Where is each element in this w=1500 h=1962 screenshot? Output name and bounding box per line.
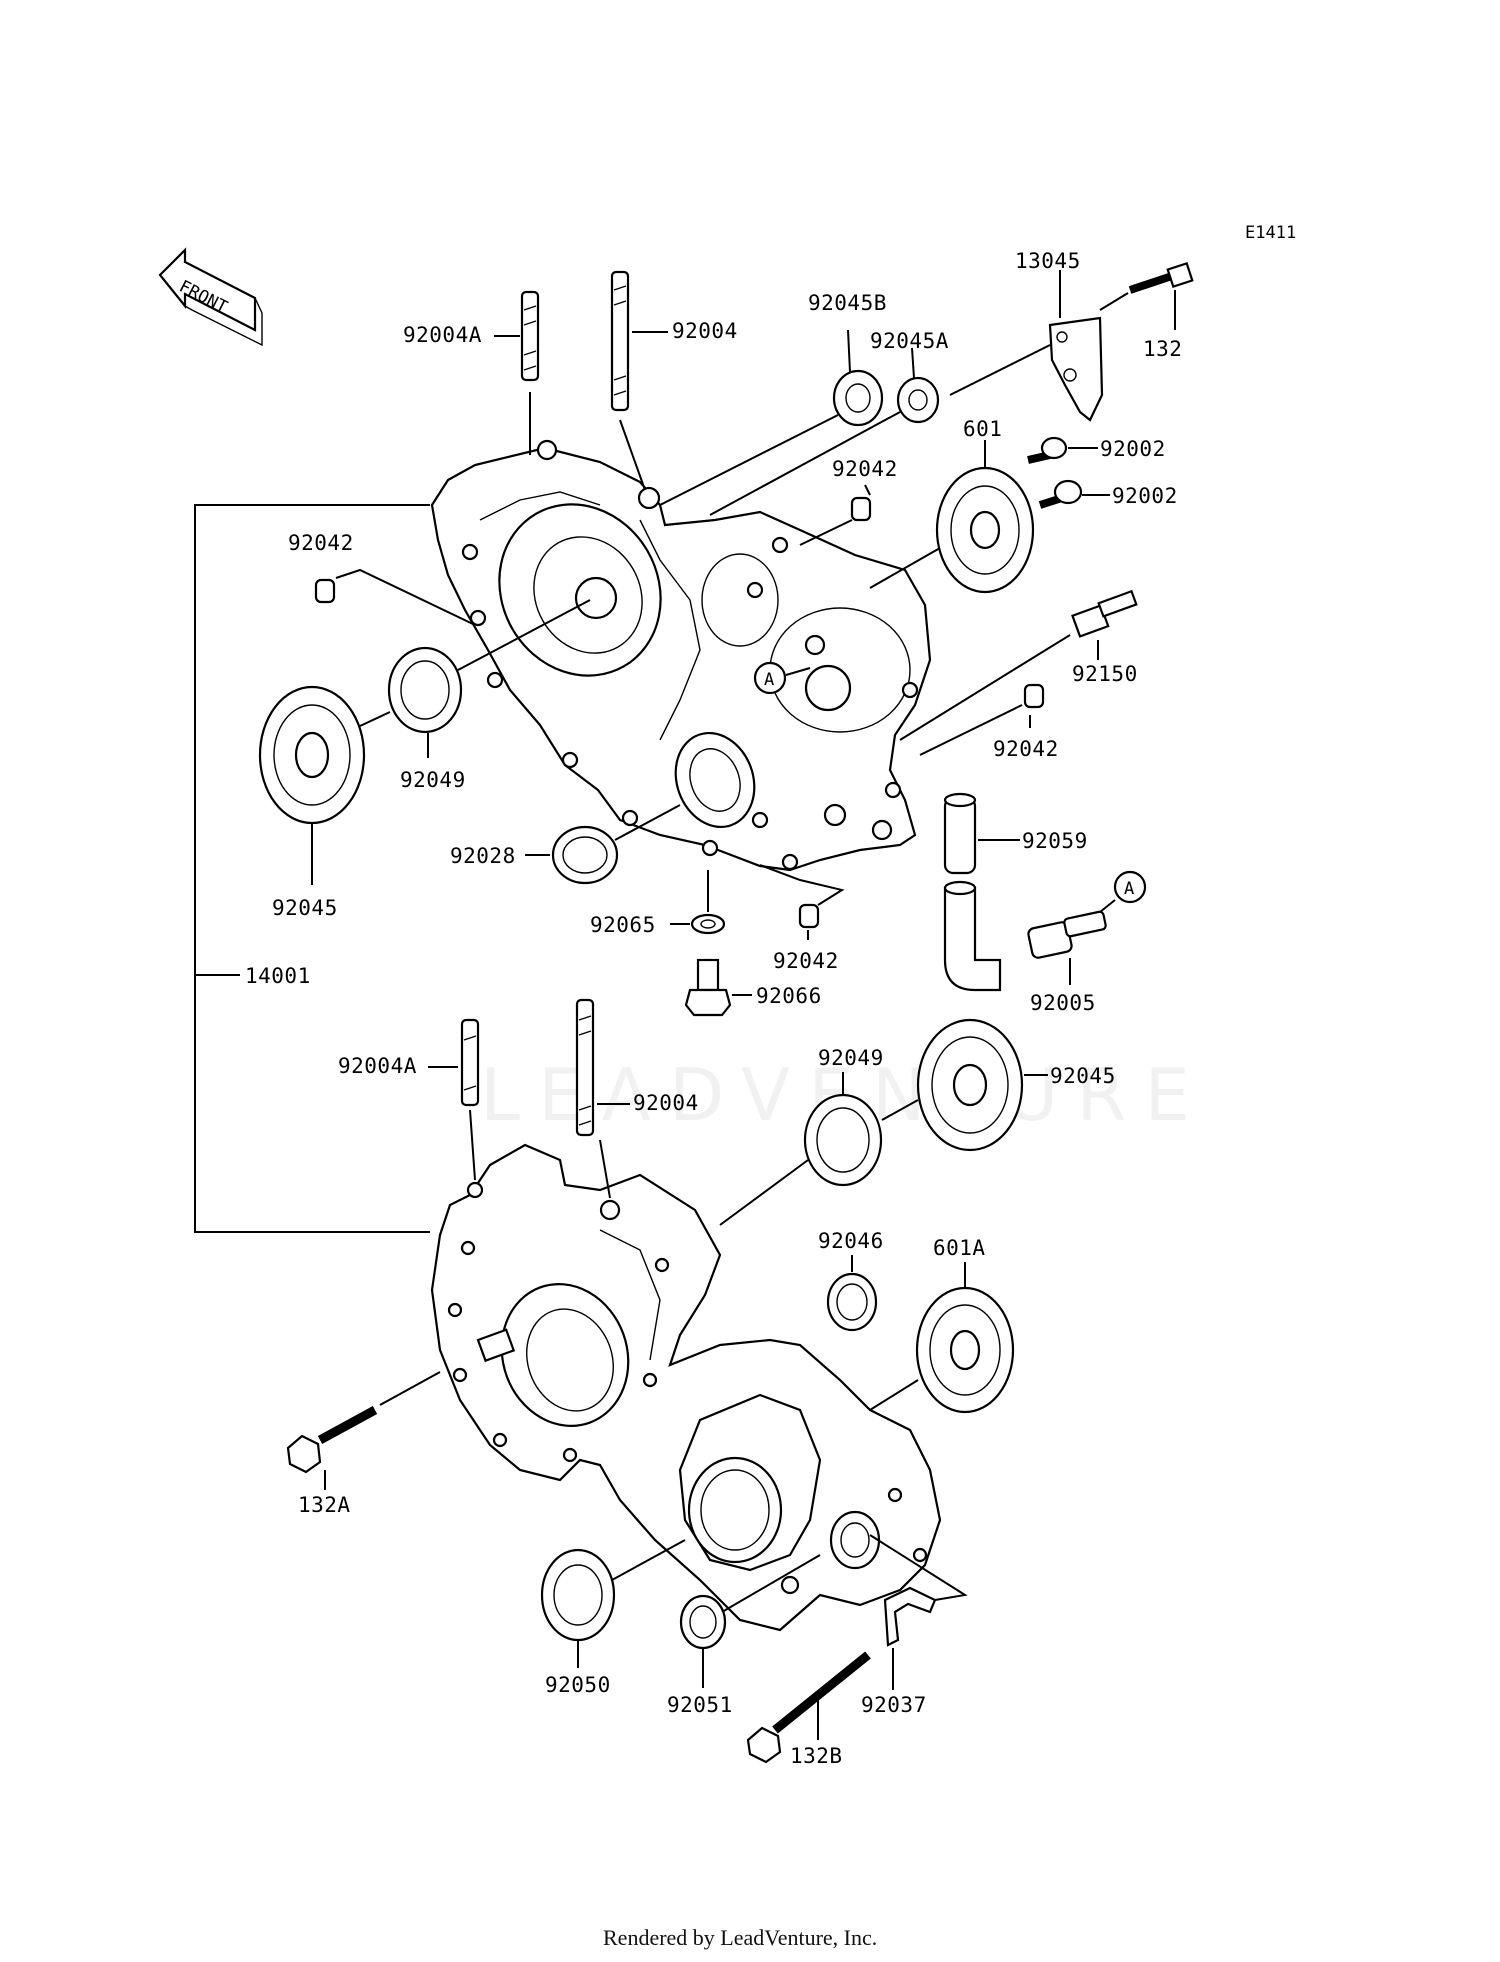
reference-a-top: A bbox=[753, 661, 811, 695]
label-601a: 601A bbox=[933, 1236, 986, 1260]
diagram-code: E1411 bbox=[1245, 223, 1296, 243]
bearing-92045-left bbox=[258, 685, 391, 885]
needle-bearing-92046 bbox=[826, 1255, 878, 1332]
stud-92004-bottom bbox=[575, 998, 611, 1199]
label-92046: 92046 bbox=[818, 1229, 884, 1253]
bearing-92045b bbox=[659, 329, 884, 506]
bracket-14001 bbox=[194, 504, 430, 1233]
ref-a-right-label: A bbox=[1124, 879, 1134, 899]
dowel-92042-a bbox=[799, 484, 872, 546]
bearing-601 bbox=[869, 440, 1035, 594]
stud-92004a-bottom bbox=[460, 1018, 480, 1181]
label-92002-b: 92002 bbox=[1112, 484, 1178, 508]
label-92028: 92028 bbox=[450, 844, 516, 868]
label-92004a-top: 92004A bbox=[403, 323, 482, 347]
seal-92049-bottom bbox=[719, 1072, 883, 1226]
dowel-92042-d bbox=[759, 864, 845, 940]
label-92065: 92065 bbox=[590, 913, 656, 937]
bolt-92002-b bbox=[1038, 479, 1110, 509]
label-92045-top: 92045 bbox=[272, 896, 338, 920]
label-92049-bottom: 92049 bbox=[818, 1046, 884, 1070]
label-92004-top: 92004 bbox=[672, 319, 738, 343]
washer-92065 bbox=[670, 870, 726, 935]
seal-92049-top bbox=[387, 599, 591, 758]
hose-92059 bbox=[943, 792, 1020, 992]
label-92045a: 92045A bbox=[870, 329, 949, 353]
bearing-92045-bottom bbox=[881, 1018, 1048, 1152]
label-92045-bottom: 92045 bbox=[1050, 1064, 1116, 1088]
label-92004-bottom: 92004 bbox=[633, 1091, 699, 1115]
label-92005: 92005 bbox=[1030, 991, 1096, 1015]
bolt-132b bbox=[746, 1651, 871, 1764]
stud-92004a-top bbox=[520, 290, 540, 455]
label-92042-c: 92042 bbox=[993, 737, 1059, 761]
bolt-132 bbox=[1099, 261, 1194, 330]
label-92002-a: 92002 bbox=[1100, 437, 1166, 461]
drain-bolt-92066 bbox=[684, 958, 752, 1017]
label-132b: 132B bbox=[790, 1744, 843, 1768]
dowel-92042-b bbox=[314, 568, 476, 626]
label-92042-b: 92042 bbox=[288, 531, 354, 555]
label-92150: 92150 bbox=[1072, 662, 1138, 686]
label-13045: 13045 bbox=[1015, 249, 1081, 273]
label-92037: 92037 bbox=[861, 1693, 927, 1717]
bolt-92002-a bbox=[1027, 436, 1098, 464]
label-92042-a: 92042 bbox=[832, 457, 898, 481]
dowel-92042-c bbox=[919, 683, 1045, 756]
label-132: 132 bbox=[1143, 337, 1182, 361]
plate-13045 bbox=[949, 270, 1104, 422]
ref-a-top-label: A bbox=[764, 670, 774, 690]
bearing-92045a bbox=[709, 347, 940, 516]
label-92049-top: 92049 bbox=[400, 768, 466, 792]
fitting-92005: A bbox=[1027, 870, 1147, 985]
bolt-132a bbox=[286, 1371, 441, 1490]
stud-92004-top bbox=[610, 270, 646, 491]
label-14001: 14001 bbox=[245, 964, 311, 988]
label-92042-d: 92042 bbox=[773, 949, 839, 973]
footer-credit: Rendered by LeadVenture, Inc. bbox=[603, 1925, 877, 1950]
lower-crankcase bbox=[430, 1143, 942, 1632]
upper-crankcase bbox=[430, 439, 932, 872]
label-92004a-bottom: 92004A bbox=[338, 1054, 417, 1078]
bushing-92028 bbox=[525, 804, 681, 885]
label-92051: 92051 bbox=[667, 1693, 733, 1717]
seal-92051 bbox=[679, 1554, 821, 1688]
front-arrow-icon: FRONT bbox=[158, 247, 263, 347]
seal-92050 bbox=[540, 1539, 686, 1668]
label-92050: 92050 bbox=[545, 1673, 611, 1697]
bearing-601a bbox=[869, 1262, 1015, 1414]
label-92045b: 92045B bbox=[808, 291, 887, 315]
fitting-92150 bbox=[899, 589, 1138, 741]
label-132a: 132A bbox=[298, 1493, 351, 1517]
label-92066: 92066 bbox=[756, 984, 822, 1008]
callout-labels: 13045 132 92004A 92004 92045B 92045A 601… bbox=[245, 249, 1182, 1768]
clamp-92037 bbox=[869, 1534, 968, 1690]
label-601: 601 bbox=[963, 417, 1002, 441]
label-92059: 92059 bbox=[1022, 829, 1088, 853]
